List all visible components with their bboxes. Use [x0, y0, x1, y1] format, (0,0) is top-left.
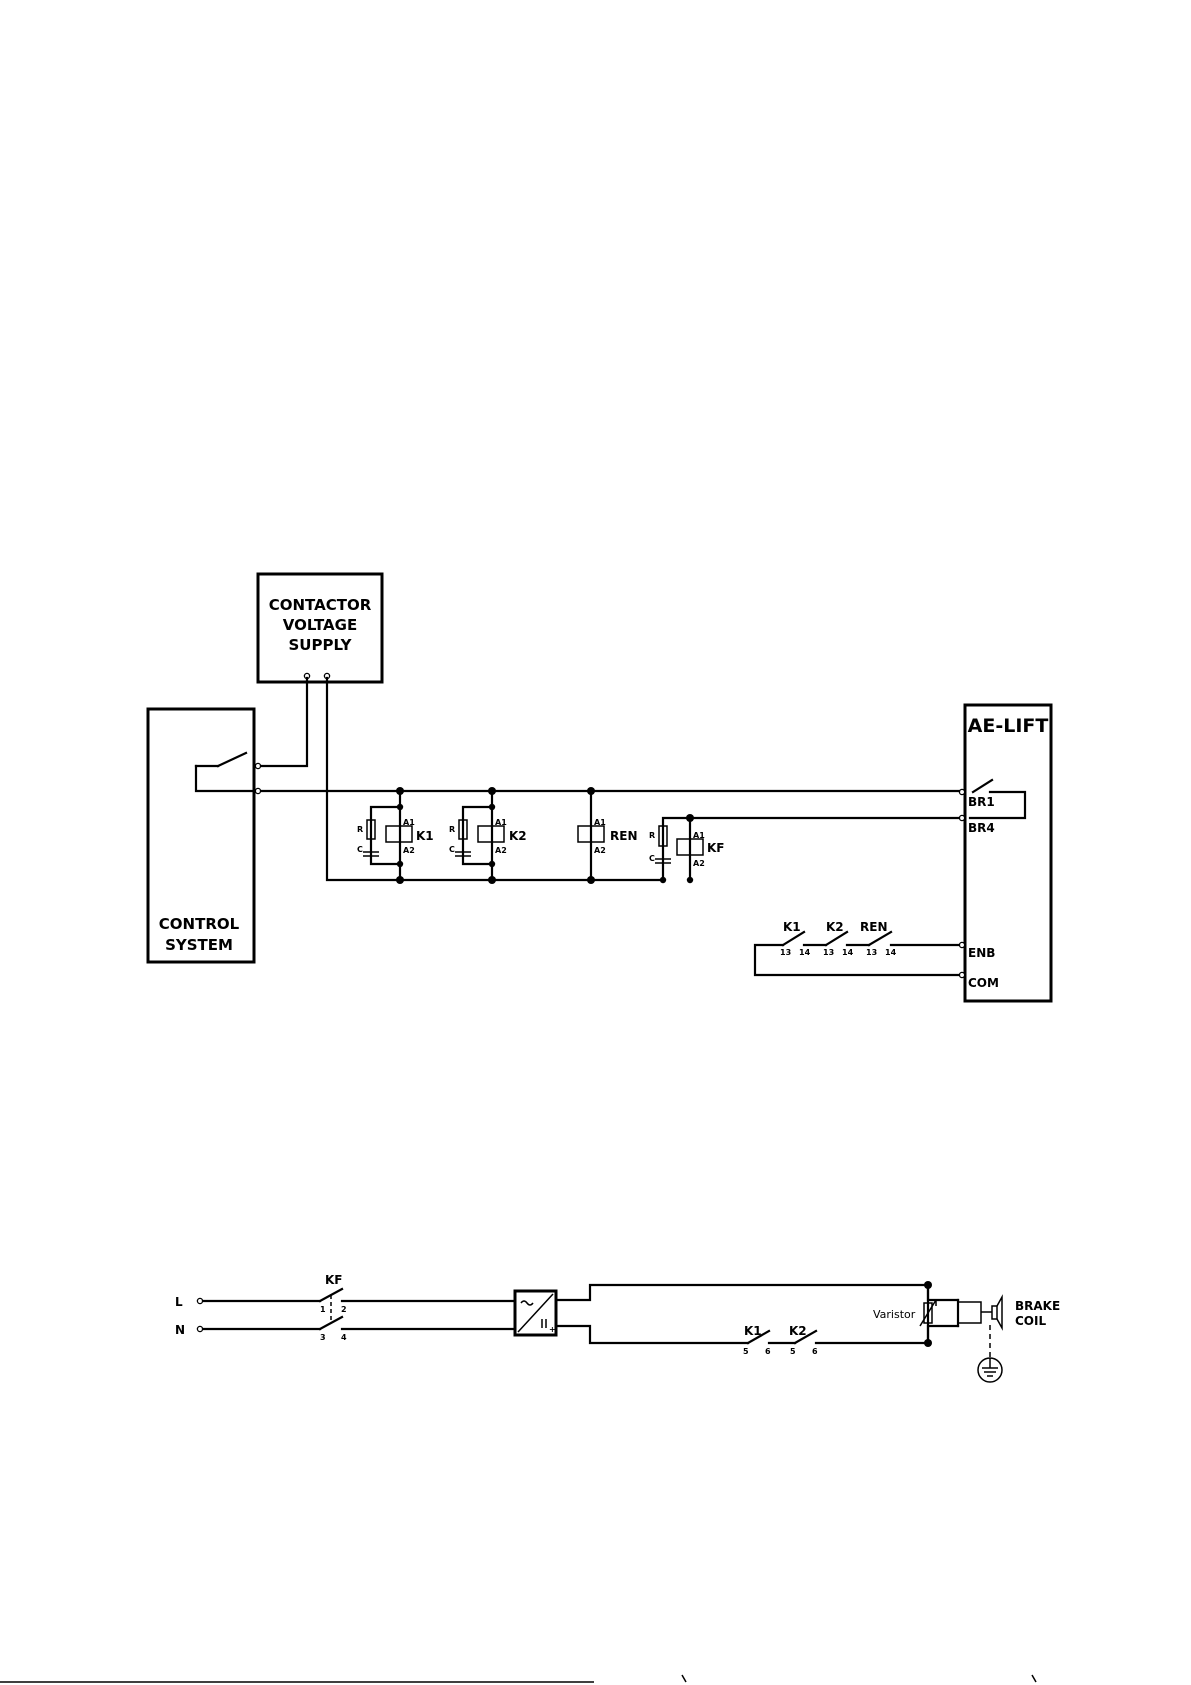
- k2-pin13: 13: [823, 948, 834, 957]
- k1-coil-label: K1: [416, 829, 434, 843]
- enb-ren-label: REN: [860, 920, 887, 934]
- contactor-voltage-supply-block: CONTACTOR VOLTAGE SUPPLY: [258, 574, 382, 682]
- k2-r-label: R: [449, 825, 455, 834]
- kf-contact-label: KF: [325, 1273, 343, 1287]
- brake-coil-label-line2: COIL: [1015, 1314, 1046, 1328]
- kf-pin4: 4: [341, 1333, 347, 1342]
- kf-r-label: R: [649, 831, 655, 840]
- coil-ren: A1 A2 REN: [578, 787, 637, 884]
- kf-a2-label: A2: [693, 859, 705, 868]
- kf-pin2: 2: [341, 1305, 347, 1314]
- k2-pin6: 6: [812, 1347, 818, 1356]
- terminal-br1: BR1: [968, 795, 995, 809]
- k1-pin5: 5: [743, 1347, 749, 1356]
- line-n-label: N: [175, 1323, 185, 1337]
- supply-label-line1: CONTACTOR: [269, 596, 372, 614]
- terminal-enb: ENB: [968, 946, 995, 960]
- ren-coil-label: REN: [610, 829, 637, 843]
- k2-pin5: 5: [790, 1347, 796, 1356]
- ren-pin14: 14: [885, 948, 897, 957]
- coil-k2: R C A1 A2 K2: [449, 787, 527, 884]
- k1-pin6: 6: [765, 1347, 771, 1356]
- enb-k1-label: K1: [783, 920, 801, 934]
- supply-label-line2: VOLTAGE: [283, 616, 357, 634]
- k2-pin14: 14: [842, 948, 854, 957]
- kf-pin1: 1: [320, 1305, 326, 1314]
- ren-pin13: 13: [866, 948, 877, 957]
- k2-coil-label: K2: [509, 829, 527, 843]
- ae-lift-label: AE-LIFT: [968, 715, 1049, 737]
- k2-c-label: C: [449, 845, 455, 854]
- k1-a1-label: A1: [403, 818, 415, 827]
- brake-power-circuit: L N KF 1 2 3 4 + K1 K2 5 6: [175, 1273, 1060, 1382]
- k2-a1-label: A1: [495, 818, 507, 827]
- k1-pin14: 14: [799, 948, 811, 957]
- k1-pin13: 13: [780, 948, 791, 957]
- control-label-line1: CONTROL: [159, 915, 240, 933]
- ren-a2-label: A2: [594, 846, 606, 855]
- coil-k1: R C A1 A2 K1: [357, 787, 434, 884]
- coil-kf: R C A1 A2 KF: [649, 814, 725, 883]
- page-footer-lines: [0, 1675, 1036, 1682]
- ren-a1-label: A1: [594, 818, 606, 827]
- k1-a2-label: A2: [403, 846, 415, 855]
- ae-lift-block: AE-LIFT BR1 BR4 ENB COM: [959, 705, 1051, 1001]
- kf-a1-label: A1: [693, 831, 705, 840]
- brake-k1-label: K1: [744, 1324, 762, 1338]
- line-l-label: L: [175, 1295, 183, 1309]
- enb-k2-label: K2: [826, 920, 844, 934]
- main-wiring: [261, 678, 959, 880]
- kf-c-label: C: [649, 854, 655, 863]
- brake-k2-label: K2: [789, 1324, 807, 1338]
- svg-text:+: +: [549, 1325, 556, 1334]
- varistor-label: Varistor: [873, 1308, 916, 1321]
- kf-pin3: 3: [320, 1333, 326, 1342]
- terminal-br4: BR4: [968, 821, 995, 835]
- k1-c-label: C: [357, 845, 363, 854]
- control-system-block: CONTROL SYSTEM: [148, 709, 261, 962]
- enable-chain: K1 K2 REN 13 14 13 14 13 14: [755, 920, 959, 975]
- terminal-com: COM: [968, 976, 999, 990]
- brake-coil-label-line1: BRAKE: [1015, 1299, 1060, 1313]
- supply-label-line3: SUPPLY: [288, 636, 352, 654]
- k2-a2-label: A2: [495, 846, 507, 855]
- kf-coil-label: KF: [707, 841, 725, 855]
- control-label-line2: SYSTEM: [165, 936, 233, 954]
- k1-r-label: R: [357, 825, 363, 834]
